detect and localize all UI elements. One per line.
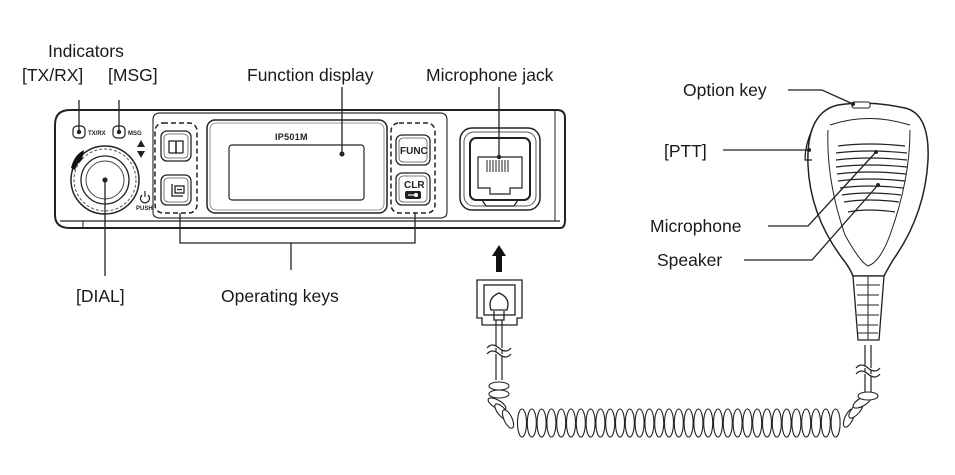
up-arrow-icon — [492, 245, 506, 272]
coil-loop — [575, 408, 586, 438]
coil-loop — [810, 408, 822, 438]
label-option-key: Option key — [683, 80, 767, 100]
speaker-microphone — [804, 101, 929, 341]
coil-loop — [673, 408, 684, 438]
indicator-msg-text: MSG — [128, 131, 142, 137]
book-icon — [168, 140, 184, 154]
coil-loop — [683, 408, 694, 438]
coil-loop — [830, 408, 841, 438]
coil-loop — [693, 408, 704, 438]
label-speaker: Speaker — [657, 250, 722, 270]
label-dial: [DIAL] — [76, 286, 125, 306]
coil-loop — [585, 408, 596, 438]
cable-plug — [476, 279, 523, 326]
leader-lines-mic — [723, 89, 879, 261]
cable — [486, 320, 881, 392]
coil-loop — [703, 408, 714, 438]
leader-lines-radio — [78, 87, 500, 276]
coil-loop — [791, 408, 802, 438]
microphone-jack — [459, 127, 541, 211]
coil-loop — [565, 408, 577, 438]
radio-body — [54, 109, 566, 229]
indicator-txrx: TX/RX — [72, 125, 106, 139]
faceplate — [152, 112, 448, 219]
coil-loop — [595, 408, 606, 438]
coil-loop — [654, 408, 665, 438]
clr-key[interactable]: CLR — [395, 172, 431, 206]
coil-loop — [516, 408, 528, 438]
label-indicators: Indicators — [48, 41, 124, 61]
label-operating-keys: Operating keys — [221, 286, 339, 306]
label-function-display: Function display — [247, 65, 374, 85]
clr-key-label: CLR — [404, 180, 425, 191]
label-microphone-jack: Microphone jack — [426, 65, 554, 85]
coil-loop — [644, 408, 655, 438]
coil-loop — [781, 408, 792, 438]
coil-loop — [722, 408, 733, 438]
label-msg: [MSG] — [108, 65, 158, 85]
menu-key[interactable] — [160, 174, 192, 206]
coil-loop — [546, 408, 557, 438]
coil-loop — [752, 408, 763, 438]
func-key-label: FUNC — [400, 146, 428, 157]
coil-loop — [556, 408, 567, 438]
coil-loop — [634, 408, 645, 438]
coil-loop — [712, 408, 724, 438]
function-display: IP501M — [206, 119, 388, 214]
model-name: IP501M — [275, 132, 308, 142]
power-icon — [139, 191, 151, 204]
coil-loop — [501, 409, 515, 429]
indicator-txrx-text: TX/RX — [88, 131, 106, 137]
func-key[interactable]: FUNC — [395, 134, 431, 166]
dial-arrows-icon — [137, 140, 145, 158]
coil-loop — [761, 408, 773, 438]
menu-icon — [171, 184, 185, 197]
coil-loop — [857, 391, 879, 401]
operating-keys-right — [390, 122, 436, 214]
key-lock-icon — [405, 191, 421, 199]
coil-loop — [614, 408, 626, 438]
coiled-cord — [487, 381, 879, 438]
coil-loop — [488, 389, 510, 399]
operating-keys-left — [154, 122, 198, 214]
coil-loop — [732, 408, 743, 438]
label-microphone: Microphone — [650, 216, 741, 236]
label-ptt: [PTT] — [664, 141, 707, 161]
coil-loop — [526, 408, 537, 438]
label-txrx: [TX/RX] — [22, 65, 83, 85]
indicator-msg: MSG — [112, 125, 142, 139]
coil-loop — [771, 408, 782, 438]
coil-loop — [820, 408, 831, 438]
coil-loop — [742, 408, 753, 438]
memory-key[interactable] — [160, 130, 192, 162]
coil-loop — [801, 408, 812, 438]
coil-loop — [663, 408, 675, 438]
dial-push-text: PUSH — [136, 206, 153, 212]
coil-loop — [488, 381, 510, 391]
coil-loop — [624, 408, 635, 438]
coil-loop — [605, 408, 616, 438]
dial-leader-dot — [102, 177, 108, 183]
coil-loop — [536, 408, 547, 438]
